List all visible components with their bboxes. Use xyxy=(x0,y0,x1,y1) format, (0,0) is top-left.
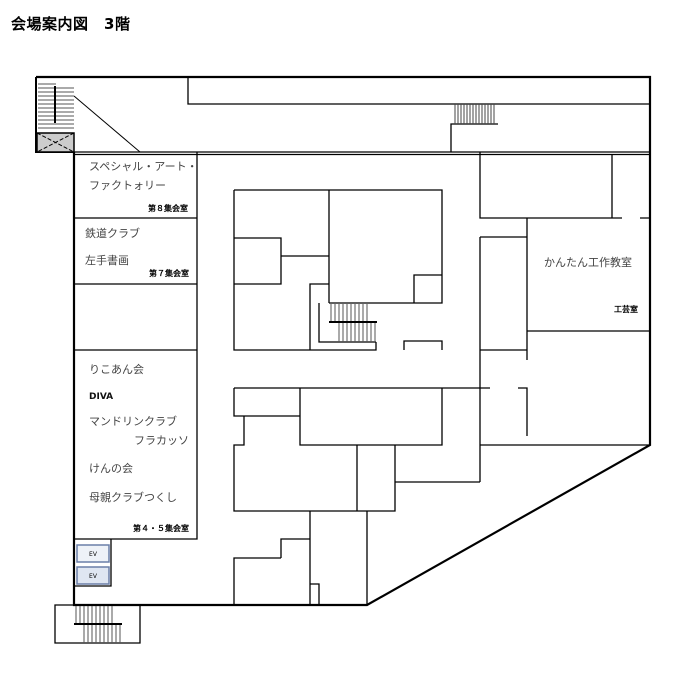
group-label: 鉄道クラブ xyxy=(85,226,140,240)
crossed-void xyxy=(36,132,75,153)
page-title: 会場案内図 3階 xyxy=(11,15,131,33)
stairs-bottom xyxy=(74,606,122,643)
room-name-7: 第７集会室 xyxy=(149,268,189,278)
room-name-4-5: 第４・５集会室 xyxy=(133,523,189,533)
room-name-craft: 工芸室 xyxy=(614,304,638,314)
elevator-label: EV xyxy=(89,551,98,558)
group-label: ファクトォリー xyxy=(89,179,166,192)
group-label: マンドリンクラブ xyxy=(89,414,177,428)
group-label: フラカッソ xyxy=(134,434,189,447)
elevator-label: EV xyxy=(89,573,98,580)
stairs-center xyxy=(329,304,377,342)
room-name-8: 第８集会室 xyxy=(148,203,188,213)
group-label: 左手書画 xyxy=(85,253,129,267)
elevator-1: EV xyxy=(76,544,110,563)
stairs-top-left xyxy=(38,83,74,129)
stairs-top-right xyxy=(454,104,495,124)
group-label: DIVA xyxy=(89,392,113,402)
group-label: 母親クラブつくし xyxy=(89,490,177,504)
group-label: りこあん会 xyxy=(89,363,144,376)
group-label: スペシャル・アート・ xyxy=(89,160,198,173)
group-label: かんたん工作教室 xyxy=(544,255,632,269)
group-label: けんの会 xyxy=(89,462,133,475)
walls xyxy=(35,75,652,644)
elevator-2: EV xyxy=(76,566,110,585)
